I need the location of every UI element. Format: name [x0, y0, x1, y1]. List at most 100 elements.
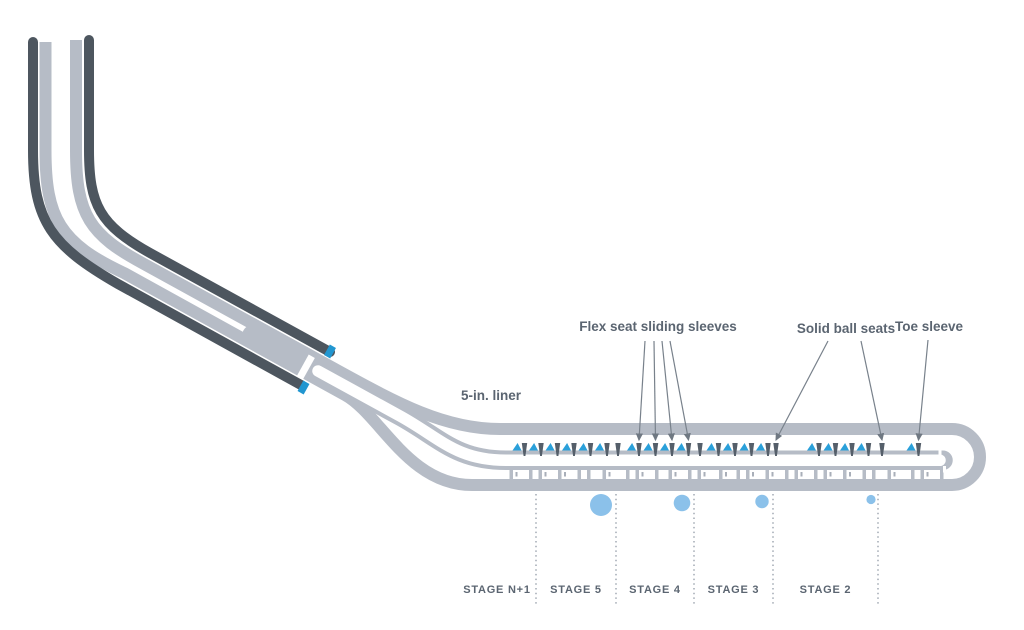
joint-tick	[926, 472, 929, 477]
toe-port-slot-bottom	[943, 466, 946, 473]
stage-label-4: STAGE 4	[629, 584, 681, 596]
joint-rung	[688, 469, 692, 481]
toe-port-slot-top	[938, 450, 942, 457]
solid-ball-seat-icon	[879, 443, 885, 456]
flex-seat-icon	[807, 443, 816, 451]
joint-rung	[862, 469, 866, 481]
joint-rung	[697, 469, 701, 481]
flex-seat-icon	[840, 443, 849, 451]
leader-arrow	[635, 340, 646, 442]
flex-seat-icon	[856, 443, 866, 451]
flex-seat-icon	[739, 443, 749, 451]
joint-tick	[515, 472, 518, 477]
joint-rung	[940, 469, 944, 481]
flex-seat-icon	[562, 443, 571, 451]
flex-seat-icon	[627, 443, 636, 451]
flex-seat-icon	[578, 443, 588, 451]
joint-rung	[558, 469, 562, 481]
joint-rung	[872, 469, 876, 481]
flex-sleeves-label: Flex seat sliding sleeves	[579, 319, 737, 334]
flex-seat-icon	[643, 443, 653, 451]
joint-rung	[626, 469, 630, 481]
solid-ball-seat-icon	[615, 443, 621, 456]
leader-arrow	[661, 340, 675, 442]
joint-tick	[893, 472, 896, 477]
joint-rung	[814, 469, 818, 481]
joint-rung	[843, 469, 847, 481]
joint-rung	[785, 469, 789, 481]
joint-rung	[538, 469, 542, 481]
flex-seat-icon	[906, 443, 916, 451]
sliding-sleeve-icon	[554, 443, 561, 456]
sliding-sleeve-icon	[685, 443, 692, 456]
sliding-sleeve-icon	[669, 443, 675, 456]
stage-label-5: STAGE 5	[550, 584, 602, 596]
frac-balls	[590, 494, 876, 516]
joint-rung	[529, 469, 533, 481]
joint-rung	[668, 469, 672, 481]
borehole-outline	[39, 40, 986, 491]
flex-seat-icon	[545, 443, 555, 451]
sleeve-markers	[512, 443, 922, 456]
sliding-sleeve-icon	[604, 443, 610, 456]
joint-tick	[752, 472, 754, 477]
liner-label: 5-in. liner	[461, 388, 522, 403]
frac-ball	[673, 494, 691, 512]
liner-hanger-notch	[295, 354, 315, 383]
joint-rung	[887, 469, 891, 481]
toe-sleeve-icon	[915, 443, 922, 456]
casing-wall-high	[84, 35, 335, 357]
sliding-sleeve-icon	[832, 443, 839, 456]
joint-tick	[674, 472, 677, 477]
joint-rung	[746, 469, 750, 481]
joint-rung	[509, 469, 513, 481]
solid-ball-seats-label: Solid ball seats	[796, 321, 896, 336]
leader-arrow	[775, 340, 829, 442]
joint-rung	[823, 469, 827, 481]
joint-rung	[635, 469, 639, 481]
joint-tick	[703, 472, 706, 477]
joint-rung	[577, 469, 581, 481]
flex-seat-icon	[529, 443, 538, 451]
flex-seat-icon	[723, 443, 732, 451]
liner-bore	[312, 365, 946, 466]
flex-seat-icon	[756, 443, 765, 451]
flex-seat-icon	[706, 443, 716, 451]
sliding-sleeve-icon	[538, 443, 544, 456]
joint-tick	[829, 472, 832, 477]
joint-tick	[608, 472, 611, 477]
sliding-sleeve-icon	[765, 443, 771, 456]
joint-rung	[765, 469, 769, 481]
stage-label-3: STAGE 3	[707, 584, 760, 596]
joint-rung	[736, 469, 740, 481]
joint-rung	[587, 469, 591, 481]
sliding-sleeve-icon	[715, 443, 722, 456]
casing-wall-low	[28, 37, 306, 390]
joint-tick	[564, 472, 566, 477]
toe-sleeve-label: Toe sleeve	[894, 319, 964, 334]
solid-ball-seat-icon	[697, 443, 703, 456]
leader-arrow	[651, 340, 659, 442]
leader-arrow	[860, 340, 885, 442]
flex-seat-icon	[823, 443, 833, 451]
frac-ball	[866, 494, 876, 505]
joint-tick	[544, 472, 547, 477]
flex-seat-icon	[512, 443, 522, 451]
joint-rung	[911, 469, 915, 481]
joint-tick	[725, 472, 727, 477]
joint-tick	[771, 472, 774, 477]
sliding-sleeve-icon	[732, 443, 738, 456]
sliding-sleeve-icon	[521, 443, 528, 456]
casing-shoe-tip-upper	[324, 344, 336, 359]
joint-tick	[641, 472, 644, 477]
frac-ball	[590, 494, 612, 516]
frac-ball	[755, 494, 769, 509]
joint-tick	[800, 472, 803, 477]
joint-rung	[602, 469, 606, 481]
sliding-sleeve-icon	[652, 443, 659, 456]
sliding-sleeve-icon	[816, 443, 822, 456]
sliding-sleeve-icon	[571, 443, 577, 456]
sliding-sleeve-icon	[636, 443, 642, 456]
